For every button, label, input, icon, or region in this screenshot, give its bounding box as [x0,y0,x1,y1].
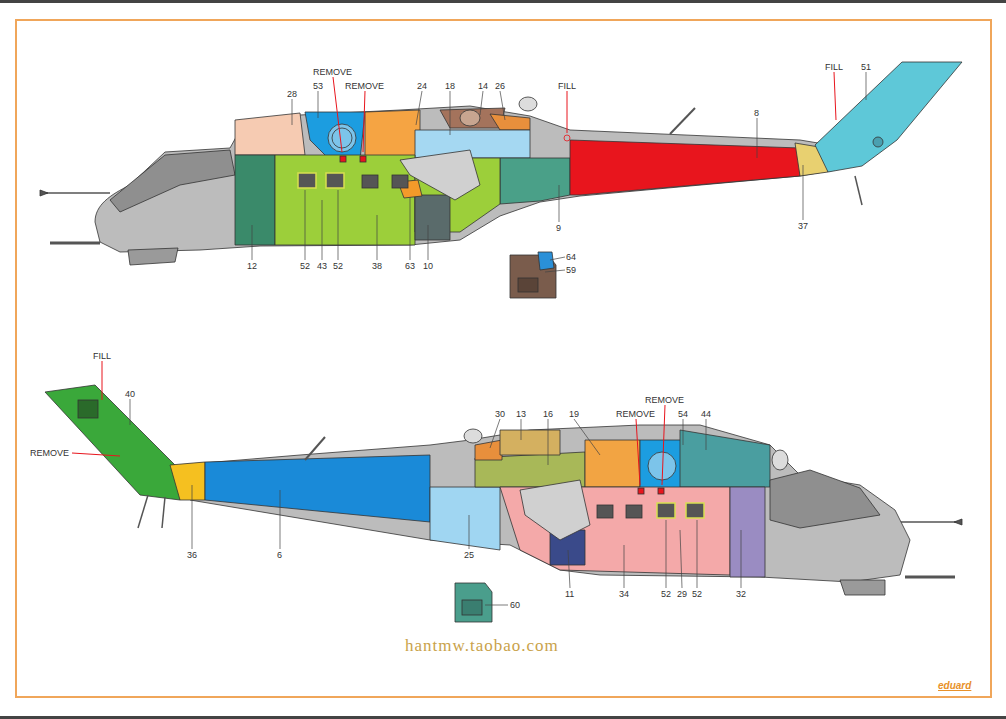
callout-number: 43 [317,262,327,271]
callout-number: 9 [556,224,561,233]
callout-number: 64 [566,253,576,262]
leader-lines [130,399,741,605]
leader-lines [252,72,866,272]
sheet-frame [16,20,991,697]
callout-number: 60 [510,601,520,610]
note-text: REMOVE [616,410,655,419]
callout-number: 29 [677,590,687,599]
callout-number: 11 [565,590,574,599]
note-text: FILL [558,82,576,91]
callout-number: 26 [495,82,505,91]
note-text: FILL [93,352,111,361]
note-text: FILL [825,63,843,72]
top-edge [0,0,1006,3]
callout-number: 8 [754,109,759,118]
callout-number: 16 [543,410,553,419]
callout-number: 6 [277,551,282,560]
callout-number: 40 [125,390,135,399]
callout-number: 13 [516,410,526,419]
remove-fill-arrows [72,361,665,485]
callout-number: 28 [287,90,297,99]
callout-number: 52 [333,262,343,271]
watermark: hantmw.taobao.com [405,637,559,654]
note-text: REMOVE [30,449,69,458]
callout-number: 19 [569,410,579,419]
callout-number: 63 [405,262,415,271]
remove-fill-arrows [333,72,836,152]
bottom-edge [0,716,1006,719]
note-text: REMOVE [345,82,384,91]
callout-number: 44 [701,410,711,419]
callout-number: 54 [678,410,688,419]
callout-number: 59 [566,266,576,275]
callout-number: 52 [300,262,310,271]
callout-number: 38 [372,262,382,271]
callout-number: 52 [692,590,702,599]
callout-number: 30 [495,410,505,419]
callout-number: 36 [187,551,197,560]
callout-number: 18 [445,82,455,91]
callout-number: 10 [423,262,433,271]
callout-number: 53 [313,82,323,91]
callout-number: 14 [478,82,488,91]
brand-logo: eduard [938,681,971,691]
bottom-helicopter [45,385,962,622]
note-text: REMOVE [313,68,352,77]
callout-number: 34 [619,590,629,599]
callout-number: 25 [464,551,474,560]
callout-number: 52 [661,590,671,599]
callout-number: 37 [798,222,808,231]
top-helicopter [40,62,962,298]
note-text: REMOVE [645,396,684,405]
callout-number: 24 [417,82,427,91]
callout-number: 51 [861,63,871,72]
callout-number: 32 [736,590,746,599]
callout-number: 12 [247,262,257,271]
